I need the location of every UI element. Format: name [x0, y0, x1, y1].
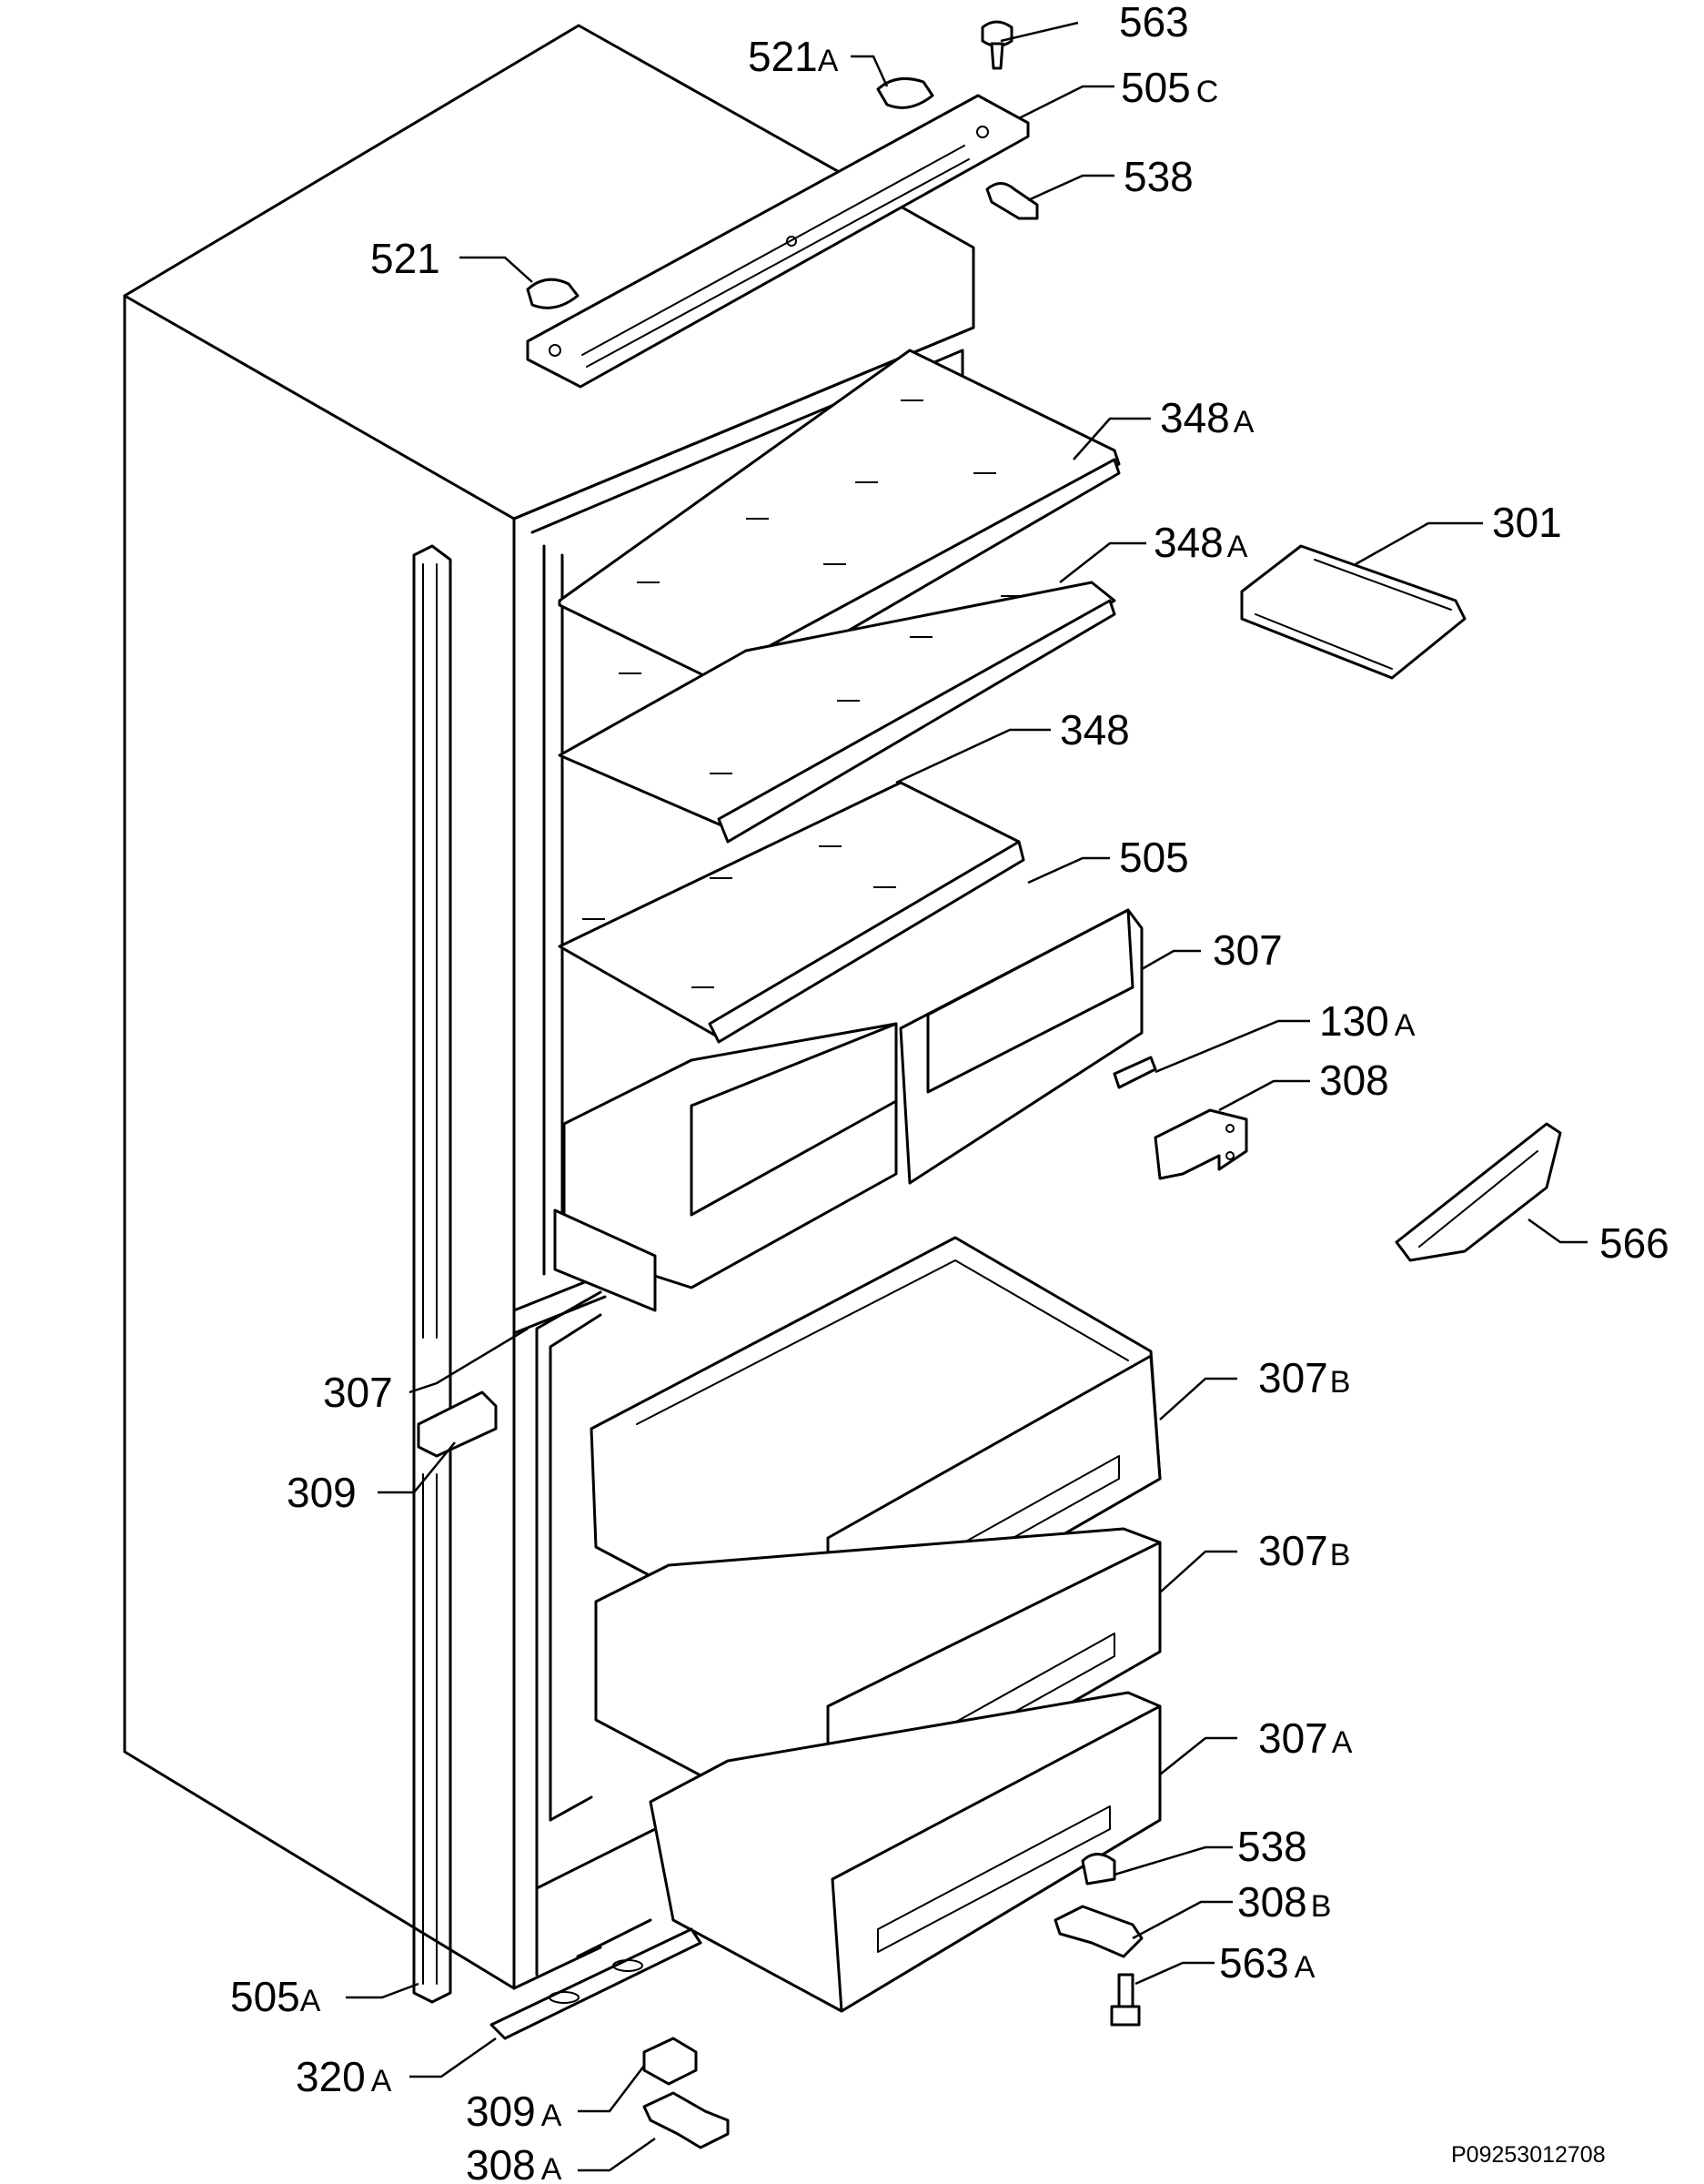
hinge-308a [642, 2091, 730, 2149]
callout-521: 521 [370, 235, 440, 282]
door-gasket-strip-505a [412, 544, 452, 2004]
clip-309a [642, 2037, 698, 2086]
callout-307-right: 307 [1213, 926, 1283, 974]
callout-307-left: 307 [323, 1369, 393, 1416]
callout-348: 348 [1060, 706, 1130, 753]
handle-566 [1395, 1122, 1562, 1262]
drawer-307-right [899, 908, 1144, 1185]
callout-308: 308 [1319, 1057, 1389, 1104]
rail-320a [489, 1927, 702, 2040]
document-reference: P09253012708 [1451, 2142, 1606, 2168]
callout-307b-2: 307B [1258, 1527, 1350, 1574]
clip-309 [417, 1390, 498, 1458]
hinge-308b [1054, 1905, 1144, 1958]
drawer-307-left [553, 1022, 898, 1312]
callout-505a: 505A [230, 1973, 321, 2020]
glass-shelf-348 [558, 781, 1025, 1044]
callout-307b-1: 307B [1258, 1354, 1350, 1401]
callout-538-bottom: 538 [1237, 1823, 1307, 1870]
screw-563a [1110, 1973, 1141, 2027]
drawer-307a-bottom [649, 1691, 1162, 2013]
callout-521a: 521A [748, 33, 839, 80]
callout-538-top: 538 [1124, 153, 1194, 200]
glass-shelf-348a-middle [558, 581, 1116, 844]
callout-563-top: 563 [1119, 0, 1189, 46]
hinge-308 [1154, 1108, 1248, 1180]
top-rail-505c [526, 94, 1030, 389]
spacer-130a [1113, 1056, 1157, 1089]
ice-tray-301 [1240, 544, 1467, 680]
callout-566: 566 [1599, 1219, 1669, 1267]
callout-301: 301 [1492, 499, 1562, 546]
fitting-563-top [981, 20, 1013, 70]
leader-lines [346, 21, 1588, 2172]
refrigerator-cabinet [123, 24, 975, 1990]
cap-521a [876, 76, 934, 109]
callout-505: 505 [1119, 834, 1189, 881]
bracket-538-bottom [1081, 1853, 1116, 1886]
callout-309: 309 [287, 1469, 357, 1516]
bracket-538-top [985, 182, 1039, 220]
cap-521 [526, 278, 580, 309]
